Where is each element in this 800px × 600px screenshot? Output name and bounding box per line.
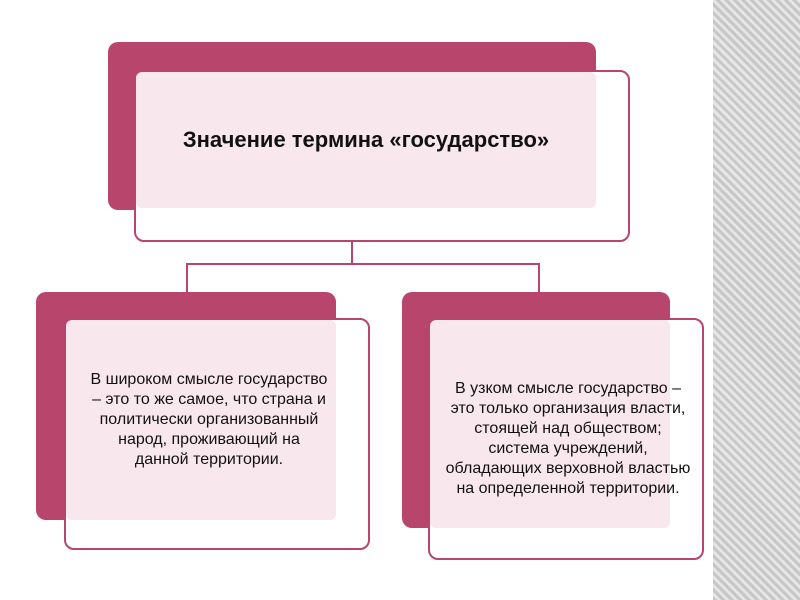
right-card: В узком смысле государство – это только …: [428, 318, 704, 560]
left-card: В широком смысле государство – это то же…: [64, 318, 370, 550]
connector-vertical-root: [351, 240, 353, 265]
root-card-fill: [136, 72, 596, 208]
left-card-fill: [66, 320, 336, 520]
connector-vertical-left: [186, 263, 188, 293]
connector-horizontal: [186, 263, 540, 265]
side-stripe-decoration: [713, 0, 800, 600]
right-card-fill: [430, 320, 670, 528]
root-card: Значение термина «государство»: [134, 70, 630, 242]
left-card-text: В широком смысле государство – это то же…: [90, 371, 328, 468]
right-card-text: В узком смысле государство – это только …: [445, 380, 691, 497]
root-title: Значение термина «государство»: [182, 127, 550, 152]
connector-vertical-right: [538, 263, 540, 293]
